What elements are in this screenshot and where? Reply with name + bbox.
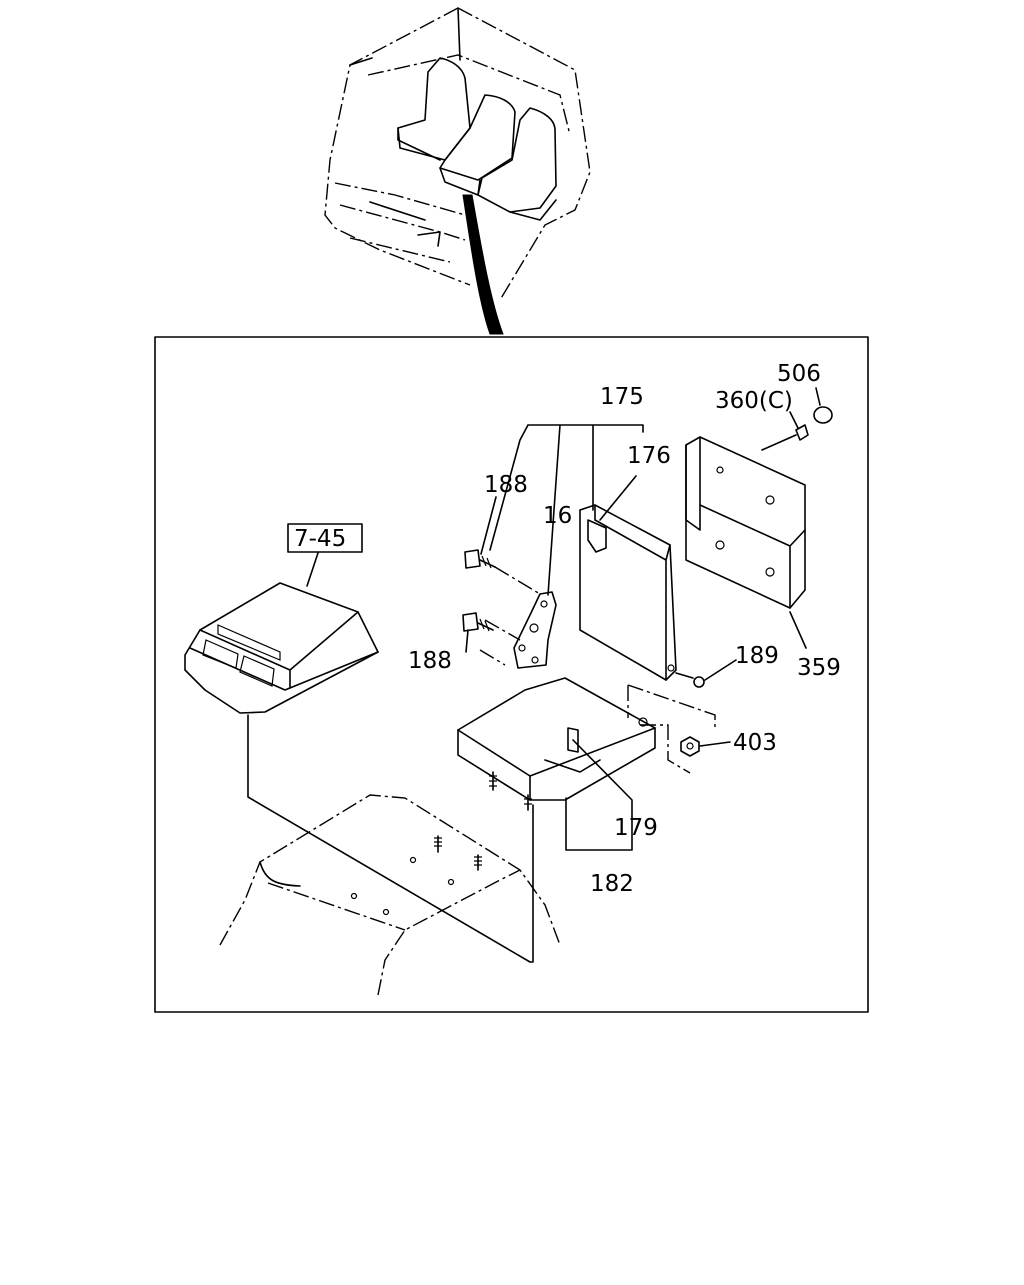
truck-cab-seats-icon <box>324 7 591 335</box>
cab-floor-panel-icon <box>219 794 561 996</box>
callout-16: 16 <box>543 503 572 529</box>
push-clip-icon <box>761 424 809 451</box>
bolt-icon <box>462 549 496 632</box>
callout-188-lower: 188 <box>408 648 452 674</box>
overhead-console-icon <box>184 582 379 714</box>
detail-frame <box>154 336 869 1013</box>
module-tray-icon <box>457 677 656 811</box>
plug-cap-icon <box>813 406 833 424</box>
callout-189: 189 <box>735 643 779 669</box>
bolt-icon <box>675 672 705 688</box>
callout-506: 506 <box>777 361 821 387</box>
callout-175: 175 <box>600 384 644 410</box>
callout-360c: 360(C) <box>715 388 793 414</box>
nut-icon <box>680 736 700 757</box>
control-module-icon <box>579 504 677 681</box>
callout-179: 179 <box>614 815 658 841</box>
ref-7-45: 7-45 <box>294 526 346 552</box>
callout-182: 182 <box>590 871 634 897</box>
callout-403: 403 <box>733 730 777 756</box>
mounting-bracket-icon <box>479 591 557 669</box>
callout-359: 359 <box>797 655 841 681</box>
module-cover-icon <box>685 436 806 609</box>
callout-188-upper: 188 <box>484 472 528 498</box>
callout-176: 176 <box>627 443 671 469</box>
ref-box <box>287 523 363 553</box>
